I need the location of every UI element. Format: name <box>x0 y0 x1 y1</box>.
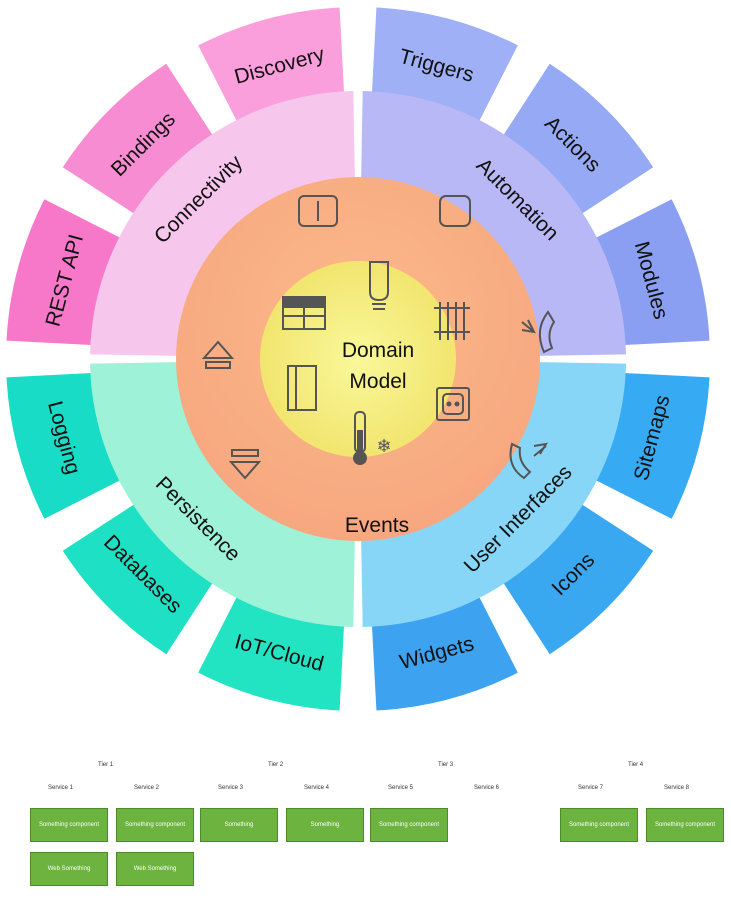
outer-segment-databases <box>62 495 222 655</box>
phone-out-icon <box>521 310 556 354</box>
tier-title: Tier 4 <box>628 762 644 768</box>
domain-model-label-line2: Model <box>349 370 406 393</box>
component-box[interactable]: Something <box>200 808 278 842</box>
component-box[interactable]: Something <box>286 808 364 842</box>
switch-icon <box>298 195 338 227</box>
service-column-header: Service 8 <box>664 785 690 791</box>
architecture-wheel-diagram: REST APIBindingsDiscoveryConnectivityTri… <box>6 7 710 711</box>
component-box[interactable]: Web Something <box>30 852 108 886</box>
socket-icon <box>436 387 470 421</box>
service-column-header: Service 5 <box>388 785 414 791</box>
lightbulb-icon <box>369 261 389 310</box>
thermometer-icon: ❄ <box>353 411 392 465</box>
service-column-header: Service 3 <box>218 785 244 791</box>
door-icon <box>287 365 317 411</box>
component-box[interactable]: Something component <box>30 808 108 842</box>
phone-in-icon <box>509 442 548 480</box>
button-icon <box>439 195 471 227</box>
segment-automation <box>361 91 626 356</box>
events-label: Events <box>345 514 409 537</box>
service-column-header: Service 1 <box>48 785 74 791</box>
deployment-tiers-panel: Tier 1 Service 1 Service 2 Something compon… <box>0 740 731 902</box>
service-column-header: Service 7 <box>578 785 604 791</box>
outer-segment-actions <box>494 63 654 223</box>
radiator-icon <box>434 302 470 340</box>
tier-title: Tier 3 <box>438 762 454 768</box>
component-box[interactable]: Web Something <box>116 852 194 886</box>
service-column-header: Service 4 <box>304 785 330 791</box>
download-icon <box>228 449 262 480</box>
segment-persistence <box>90 362 355 627</box>
component-box[interactable]: Something component <box>560 808 638 842</box>
svg-text:❄: ❄ <box>376 436 391 456</box>
service-column-header: Service 6 <box>474 785 500 791</box>
tier-title: Tier 2 <box>268 762 284 768</box>
component-box[interactable]: Something component <box>646 808 724 842</box>
domain-model-core <box>260 261 456 457</box>
blinds-icon <box>282 296 326 330</box>
component-box[interactable]: Something component <box>116 808 194 842</box>
outer-segment-icons <box>494 495 654 655</box>
upload-icon <box>201 340 235 369</box>
component-box[interactable]: Something component <box>370 808 448 842</box>
segment-connectivity <box>90 91 355 356</box>
tier-title: Tier 1 <box>98 762 114 768</box>
segment-user-interfaces <box>361 362 626 627</box>
service-column-header: Service 2 <box>134 785 160 791</box>
domain-model-label-line1: Domain <box>342 339 414 362</box>
outer-segment-bindings <box>62 63 222 223</box>
